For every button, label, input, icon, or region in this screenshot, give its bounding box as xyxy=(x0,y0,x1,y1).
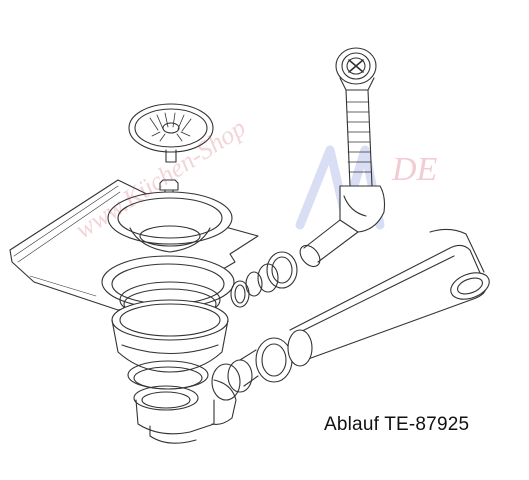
drain-pipe xyxy=(287,228,490,367)
elbow-connector xyxy=(239,337,293,387)
nut xyxy=(257,251,298,293)
watermark-suffix: DE xyxy=(391,151,438,188)
seal-rings xyxy=(211,271,263,401)
overflow-knob xyxy=(335,47,377,91)
product-caption: Ablauf TE-87925 xyxy=(324,414,470,435)
drain-body xyxy=(111,299,237,444)
flange xyxy=(107,191,233,253)
strainer-basket xyxy=(128,103,214,163)
overflow-tube xyxy=(299,89,386,268)
